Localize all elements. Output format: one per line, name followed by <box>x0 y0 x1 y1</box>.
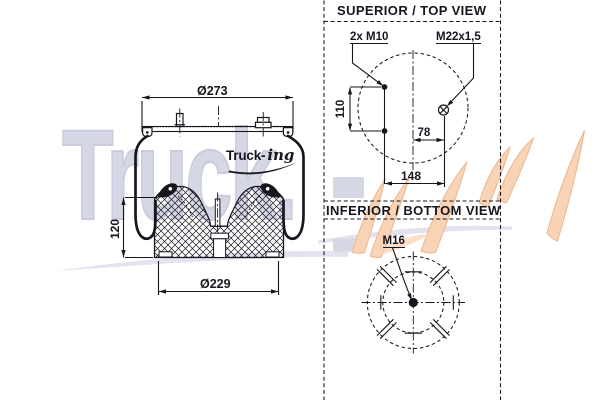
bead-left <box>157 183 178 198</box>
label-m22: M22x1,5 <box>436 30 481 44</box>
watermark-patch-1 <box>333 177 364 198</box>
logo-text-bold: Truck- <box>226 148 266 163</box>
label-m16: M16 <box>382 234 405 248</box>
dim-229-lines <box>157 261 280 295</box>
center-bolt-head <box>210 232 229 240</box>
dim-229-text: Ø229 <box>200 276 231 291</box>
dim-78-text: 78 <box>417 126 431 139</box>
dim-120-lines <box>122 196 158 259</box>
dim-110-lines <box>349 86 381 132</box>
bottom-view-title: INFERIOR / BOTTOM VIEW <box>326 202 501 218</box>
dim-273-text: Ø273 <box>197 83 228 98</box>
side-view <box>121 95 305 295</box>
label-2x-m10: 2x M10 <box>350 30 389 44</box>
rib-ticks <box>376 265 450 340</box>
dim-110-text: 110 <box>335 99 347 119</box>
logo-swoosh <box>228 162 297 175</box>
stud-m10-lower <box>381 128 388 134</box>
leader-m16 <box>391 247 412 298</box>
bottom-view <box>324 200 502 354</box>
stud-m10-upper <box>381 84 388 90</box>
center-bolt-channel <box>213 238 227 259</box>
top-view <box>323 0 502 400</box>
dim-273-lines <box>141 96 294 126</box>
watermark-swoosh-right <box>318 225 512 244</box>
bead-right <box>260 183 281 198</box>
bellows-left <box>134 134 157 241</box>
bolt-m16-dot <box>408 297 418 308</box>
top-view-title: SUPERIOR / TOP VIEW <box>337 3 487 18</box>
logo-text-script: ing <box>267 146 295 164</box>
plate-circle-top-view <box>357 52 469 164</box>
watermark-orange-script <box>351 130 585 259</box>
dim-148-text: 148 <box>401 169 422 183</box>
truck-ing-logo: Truck- ing <box>226 146 295 164</box>
leader-m22 <box>448 43 475 105</box>
dim-120-text: 120 <box>108 218 122 240</box>
leader-m10 <box>351 43 383 86</box>
